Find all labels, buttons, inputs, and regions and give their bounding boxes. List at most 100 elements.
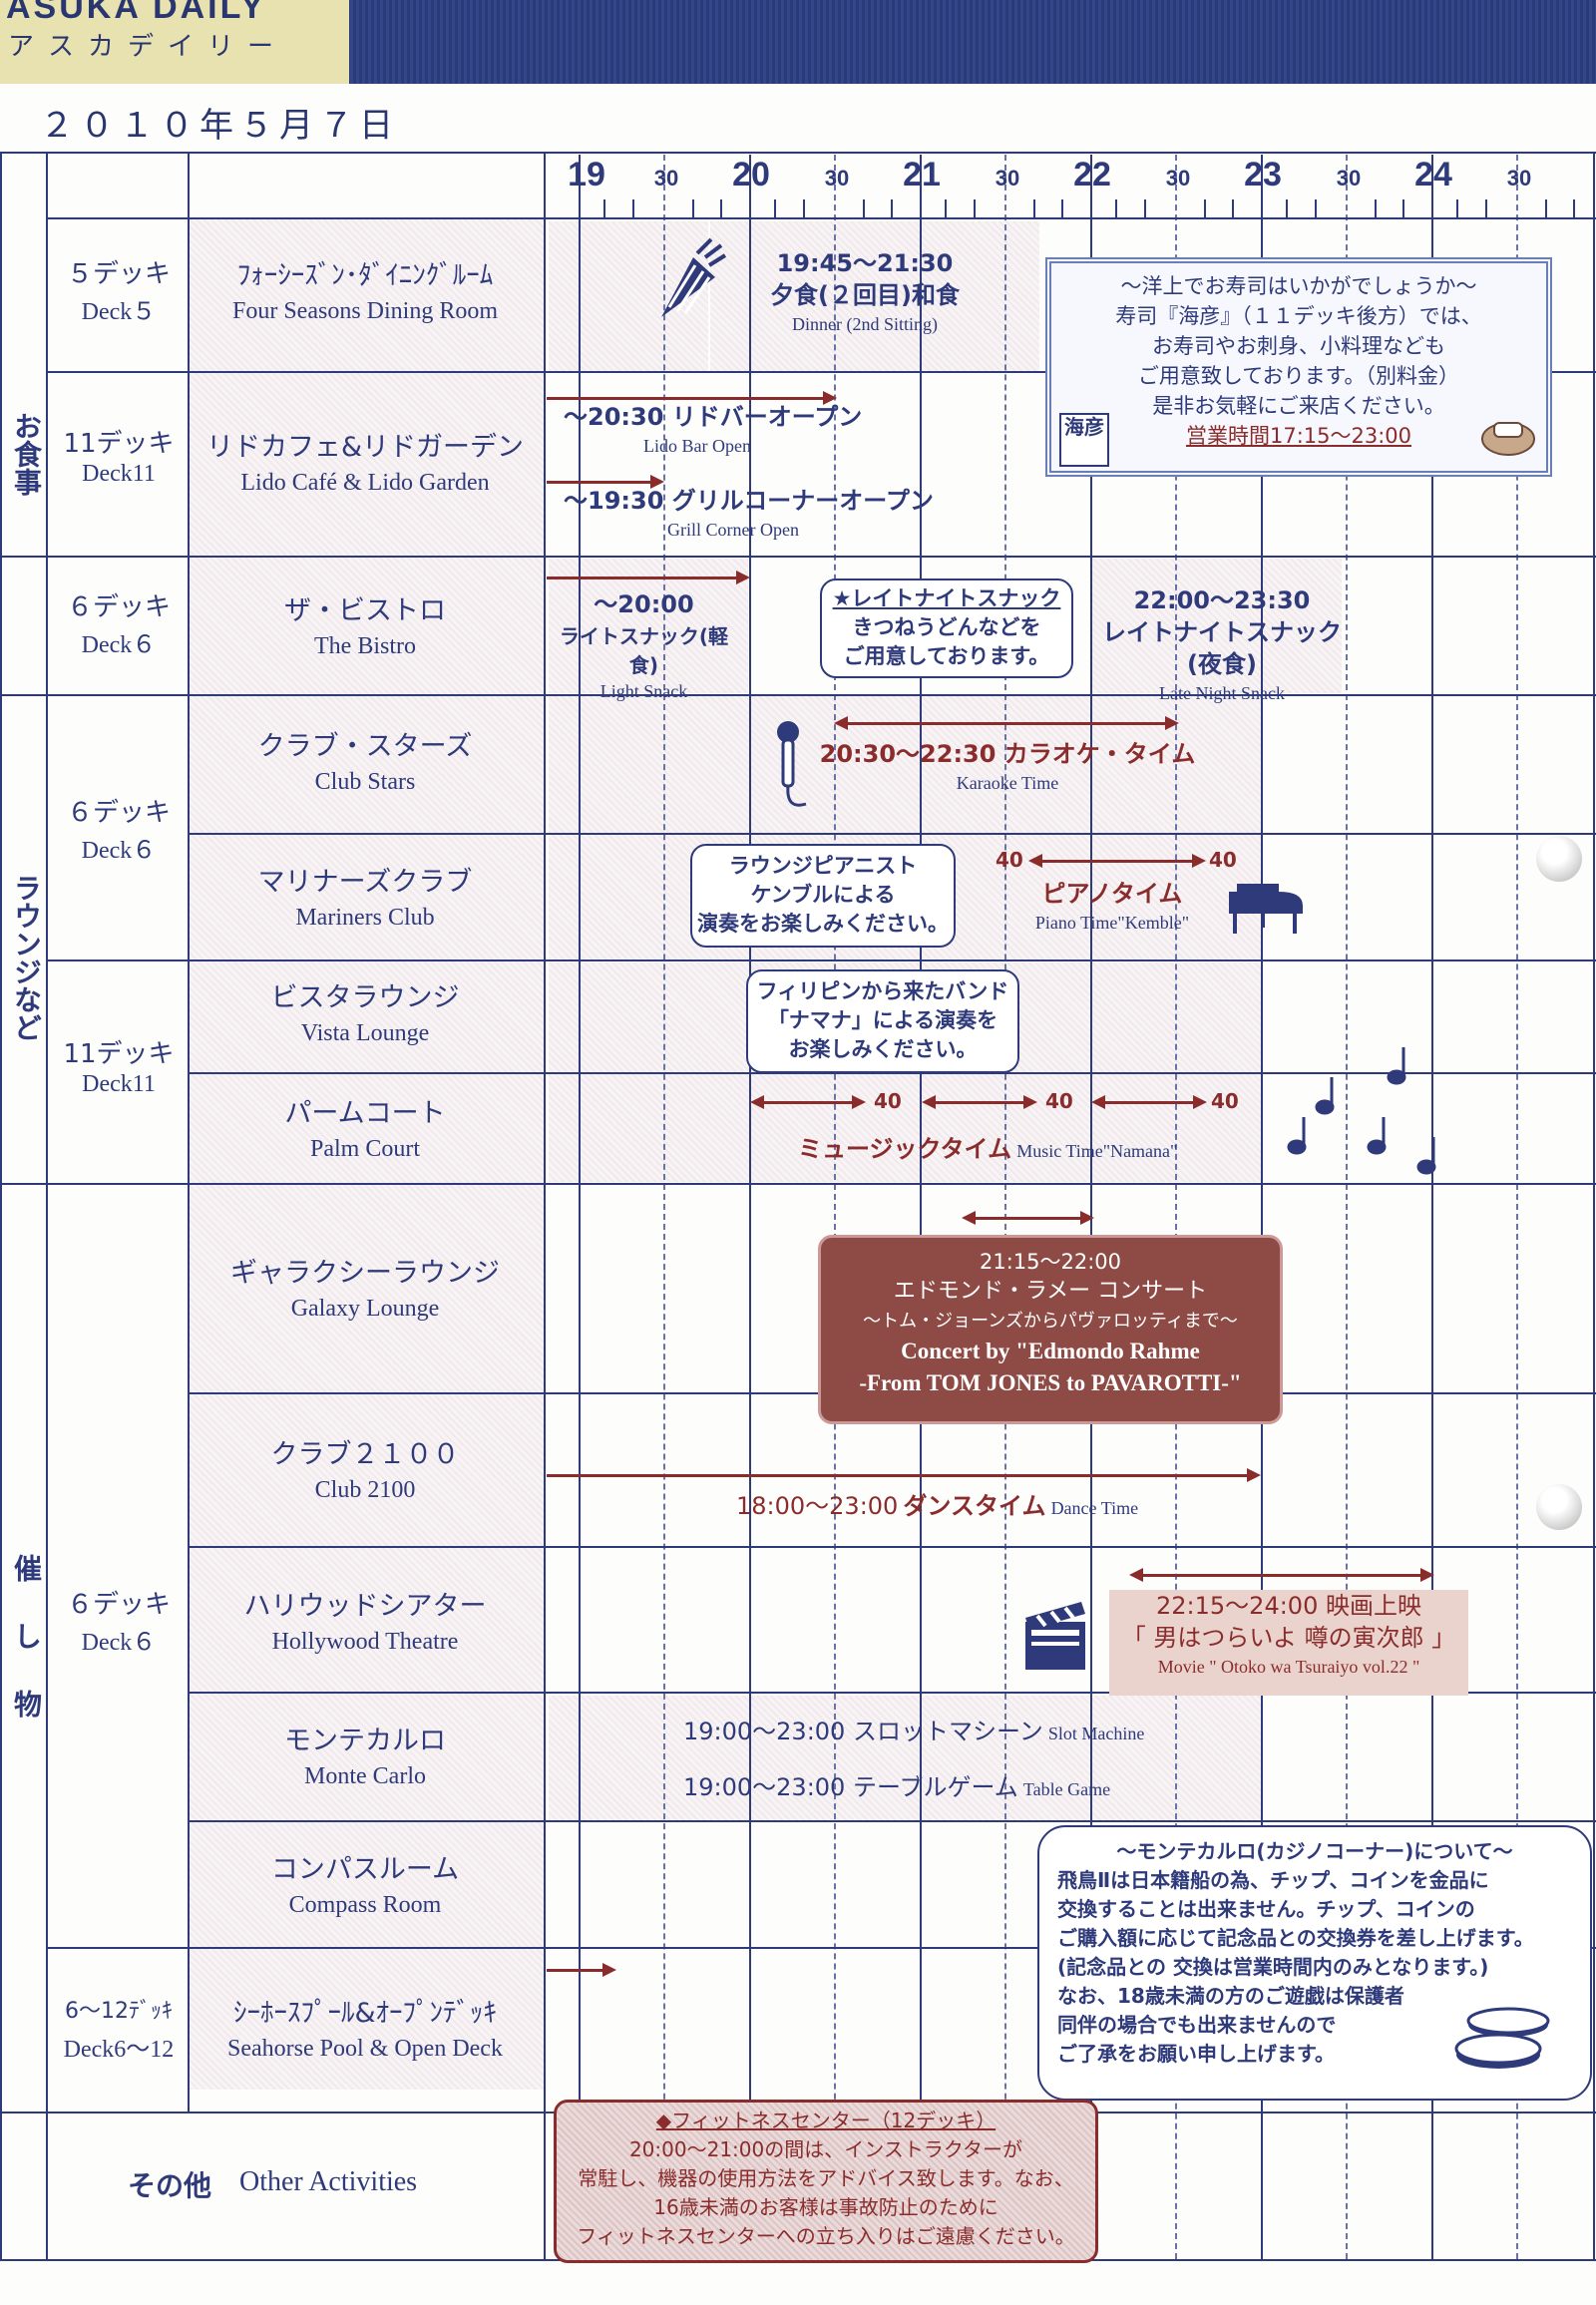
movie-title: 「 男はつらいよ 噂の寅次郎 」 [1121,1624,1456,1652]
grid-row-line [46,1947,1596,1949]
fitness-line: 20:00～21:00の間は、インストラクターが [628,2137,1023,2161]
half-label: 30 [1336,166,1362,191]
grid-half-2230 [1175,155,1177,2259]
grid-half-1930 [663,155,665,2259]
movie-arrow [1129,1568,1434,1582]
hour-label-20: 20 [732,156,770,193]
grid-half-2130 [1004,155,1006,2259]
shade-dinner [710,221,1039,371]
shade-bistro-snack [549,559,748,693]
event-time: 18:00～23:00 [736,1492,899,1520]
fitness-line: 常駐し、機器の使用方法をアドバイス致します。なお、 [578,2166,1074,2190]
venue-jp: クラブ２１００ [270,1439,460,1470]
venue-en: The Bistro [314,633,416,659]
venue-galaxy: ギャラクシーラウンジ Galaxy Lounge [190,1255,541,1325]
grid-half-2030 [834,155,836,2259]
venue-bistro: ザ・ビストロ The Bistro [190,592,541,662]
event-title-en: Music Time"Namana" [1016,1141,1178,1161]
tick [692,199,694,217]
venue-jp: ギャラクシーラウンジ [230,1258,500,1289]
event-table: 19:00～23:00 テーブルゲーム Table Game [683,1771,1202,1803]
deck-jp: ６デッキ [66,1590,171,1620]
event-title-en: Slot Machine [1047,1724,1145,1743]
snack-arrow [547,571,750,584]
grid-row-line [0,1183,1596,1185]
venue-jp: パームコート [284,1098,446,1129]
tick [974,199,976,217]
grid-half-2330 [1346,155,1348,2259]
concert-title-en: Concert by "Edmondo Rahme [901,1339,1200,1363]
grid-right-border [1593,152,1595,2261]
concert-time: 21:15～22:00 [979,1250,1122,1274]
casino-title: ～モンテカルロ(カジノコーナー)について～ [1116,1839,1513,1863]
sushi-sign: 海彦 [1059,413,1109,467]
casino-line: 交換することは出来ません。チップ、コインの [1057,1897,1475,1921]
half-label: 30 [1165,166,1191,191]
venue-jp: マリナーズクラブ [257,867,473,898]
event-title-en: Dinner (2nd Sitting) [792,314,938,334]
casino-line: 飛鳥Ⅱは日本籍船の為、チップ、コインを金品に [1057,1868,1489,1892]
venue-jp: ﾌｫｰｼｰｽﾞﾝ･ﾀﾞｲﾆﾝｸﾞﾙｰﾑ [236,260,494,291]
piano-minutes-2: 40 [1209,848,1237,872]
concert-arrow [962,1211,1094,1225]
deck-jp: ６デッキ [66,592,171,622]
event-title: ミュージックタイム [798,1135,1012,1163]
sushi-line: 寿司『海彦』（１１デッキ後方）では、 [1115,304,1482,328]
deck-label-11-lounges: 11デッキ Deck11 [50,1037,188,1098]
bubble-line: お楽しみください。 [788,1037,978,1061]
deck-label-6-12: 6～12ﾃﾞｯｷ Deck6～12 [50,1995,188,2064]
grid-row-line [188,1820,1596,1822]
event-title: ～20:30 リドバーオープン [564,403,863,431]
grid-row-line [0,556,1596,558]
event-title-en: Light Snack [599,681,688,701]
venue-jp: コンパスルーム [270,1854,460,1885]
sushi-line: お寿司やお刺身、小料理なども [1152,334,1445,358]
grid-hour-19 [579,155,581,2259]
deck-label-11: 11デッキ Deck11 [50,427,188,488]
deck-en: Deck6～12 [63,2037,175,2063]
hour-label-24: 24 [1414,156,1452,193]
event-title: ～19:30 グリルコーナーオープン [564,487,934,515]
venue-vista: ビスタラウンジ Vista Lounge [190,979,541,1049]
event-late-snack: 22:00～23:30 レイトナイトスナック(夜食) Late Night Sn… [1097,584,1347,706]
half-label: 30 [824,166,850,191]
bubble-line: ラウンジピアニスト [728,854,918,878]
event-lido-bar: ～20:30 リドバーオープン Lido Bar Open [564,401,863,459]
fitness-line: 16歳未満のお客様は事故防止のために [653,2195,998,2219]
music-minutes-3: 40 [1211,1089,1239,1113]
casino-line: ご購入額に応じて記念品との交換券を差し上げます。 [1057,1926,1534,1950]
venue-jp: ザ・ビストロ [284,595,446,626]
event-title: レイトナイトスナック(夜食) [1102,618,1342,678]
venue-en: Club Stars [314,769,416,795]
piano-minutes-1: 40 [996,848,1023,872]
grid-header-border [46,217,1596,219]
tick [1286,199,1288,217]
concert-subtitle-en: -From TOM JONES to PAVAROTTI-" [859,1370,1242,1395]
fitness-title: ◆フィットネスセンター（12デッキ） [655,2109,997,2132]
sushi-notice: ～洋上でお寿司はいかがでしょうか～ 寿司『海彦』（１１デッキ後方）では、 お寿司… [1045,257,1552,477]
date-heading: ２０１０年５月７日 [40,106,399,146]
music-arrow-3 [1091,1095,1207,1109]
movie-title-en: Movie " Otoko wa Tsuraiyo vol.22 " [1157,1657,1420,1677]
venue-en: Four Seasons Dining Room [231,298,498,324]
event-title-en: Piano Time"Kemble" [1034,913,1190,933]
karaoke-arrow [834,716,1179,730]
tick [1402,199,1404,217]
grid-row-line [46,371,1596,373]
venue-en: Hollywood Theatre [271,1629,459,1655]
casino-line: 同伴の場合でも出来ませんので [1057,2013,1337,2037]
deck-jp: 11デッキ [63,429,175,459]
category-lounges: ラウンジなど [10,874,43,1041]
bubble-line: きつねうどんなどを [852,615,1041,639]
brand-title-jp: アスカデイリー [8,32,288,62]
shade-monte [549,1696,1262,1820]
grid-hour-21 [920,155,922,2259]
music-minutes-2: 40 [1045,1089,1073,1113]
deck-jp: 6～12ﾃﾞｯｷ [65,1999,173,2024]
deck-jp: ６デッキ [66,798,171,828]
venue-compass: コンパスルーム Compass Room [190,1851,541,1921]
event-title: 夕食(２回目)和食 [770,281,960,309]
venue-en: Lido Café & Lido Garden [240,470,490,496]
deck-label-6: ６デッキ Deck６ [50,590,188,659]
deck-jp: 11デッキ [63,1039,175,1069]
